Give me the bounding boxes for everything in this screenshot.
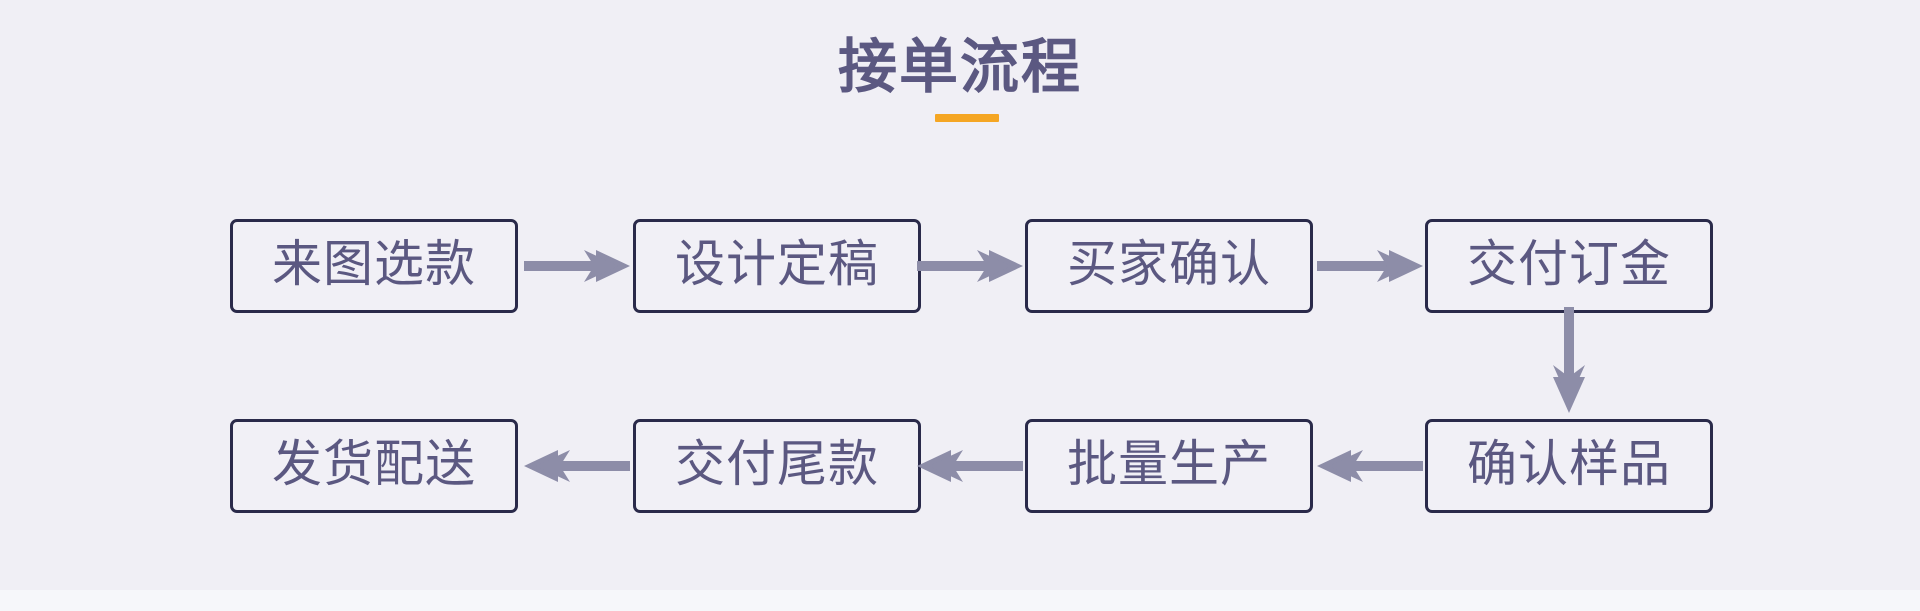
page-title: 接单流程 <box>837 34 1082 100</box>
flow-step-box-8[interactable]: 发货配送 <box>230 419 518 513</box>
flow-step-box-4[interactable]: 交付订金 <box>1425 219 1713 313</box>
flow-step-label: 发货配送 <box>272 436 476 492</box>
arrow-down-icon <box>1553 307 1585 413</box>
flow-step-box-2[interactable]: 设计定稿 <box>633 219 921 313</box>
flow-step-box-5[interactable]: 确认样品 <box>1425 419 1713 513</box>
flow-step-label: 交付订金 <box>1467 236 1671 292</box>
flow-step-label: 设计定稿 <box>675 236 879 292</box>
arrow-left-icon <box>1317 450 1423 482</box>
arrow-left-icon <box>917 450 1023 482</box>
arrow-right-icon <box>1317 250 1423 282</box>
title-accent-rule <box>935 114 999 122</box>
flow-step-label: 来图选款 <box>272 236 476 292</box>
flow-step-label: 交付尾款 <box>675 436 879 492</box>
flow-step-box-6[interactable]: 批量生产 <box>1025 419 1313 513</box>
title-block: 接单流程 <box>0 34 1920 100</box>
flow-step-label: 买家确认 <box>1067 236 1271 292</box>
flow-step-box-3[interactable]: 买家确认 <box>1025 219 1313 313</box>
arrow-right-icon <box>917 250 1023 282</box>
flow-step-box-7[interactable]: 交付尾款 <box>633 419 921 513</box>
arrow-left-icon <box>524 450 630 482</box>
flow-step-label: 确认样品 <box>1467 436 1671 492</box>
arrow-right-icon <box>524 250 630 282</box>
bottom-strip <box>0 590 1920 611</box>
flow-step-box-1[interactable]: 来图选款 <box>230 219 518 313</box>
flow-step-label: 批量生产 <box>1067 436 1271 492</box>
